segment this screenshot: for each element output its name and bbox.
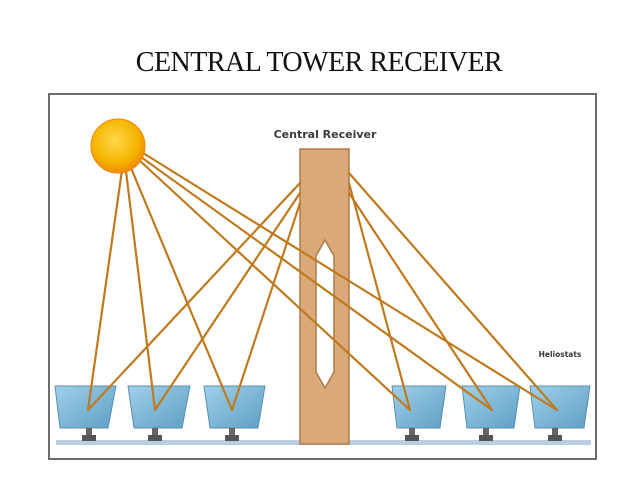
heliostat-mirror-icon — [203, 385, 266, 441]
heliostat-mirror-icon — [54, 385, 117, 441]
tower-icon — [299, 148, 350, 445]
sun-icon — [90, 118, 146, 174]
slide-title: CENTRAL TOWER RECEIVER — [135, 47, 503, 78]
heliostats-label: Heliostats — [539, 350, 582, 359]
sun-rays — [86, 151, 559, 412]
heliostat-mirror-icon — [529, 385, 591, 441]
heliostat-mirror-icon — [391, 385, 447, 441]
receiver-label: Central Receiver — [274, 128, 377, 141]
heliostat-mirror-icon — [127, 385, 191, 441]
